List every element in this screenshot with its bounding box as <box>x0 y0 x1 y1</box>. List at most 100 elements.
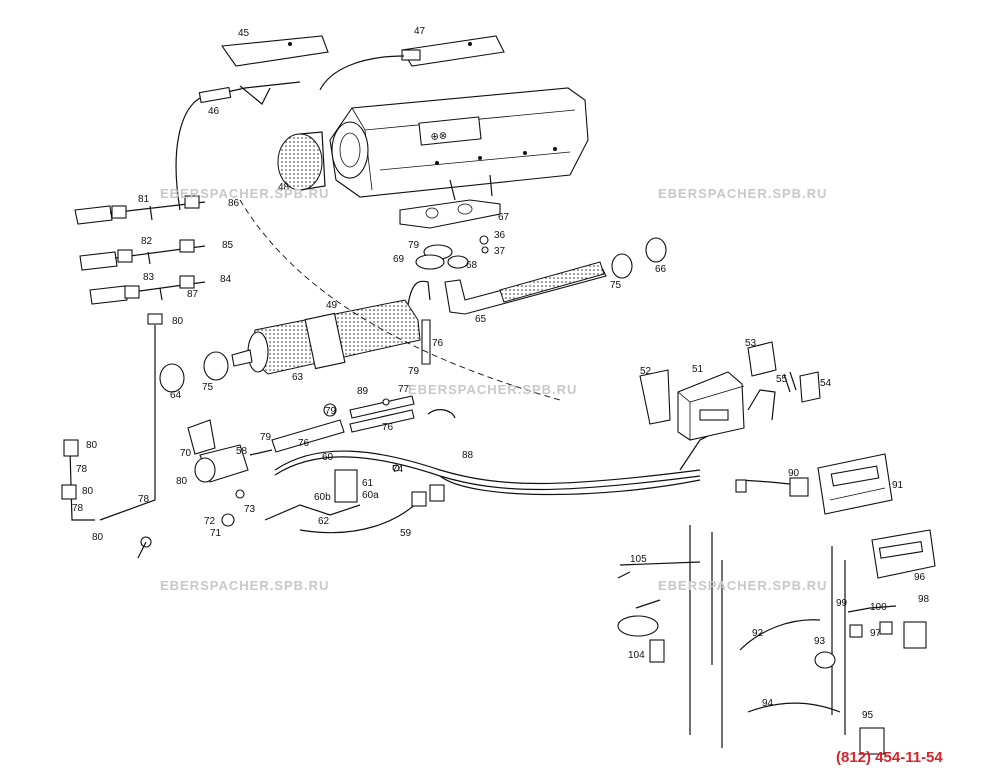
part-label-84: 84 <box>220 274 232 285</box>
part-label-53: 54 <box>820 378 832 389</box>
part-label-58: 59 <box>400 528 412 539</box>
part-label-77: 77 <box>398 384 410 395</box>
part-label-79a: 79 <box>408 240 420 251</box>
dosing-pump-55 <box>61 419 273 521</box>
clamps-63-65-74 <box>159 237 667 393</box>
part-label-72: 73 <box>244 504 256 515</box>
part-label-61: 62 <box>318 516 330 527</box>
air-intake-screen <box>277 131 326 191</box>
part-label-64: 65 <box>475 314 487 325</box>
heater-unit: ⊕⊗ <box>329 87 589 201</box>
part-label-54: 55 <box>776 374 788 385</box>
part-label-95: 95 <box>862 710 874 721</box>
watermarks: EBERSPACHER.SPB.RU EBERSPACHER.SPB.RU EB… <box>160 186 827 593</box>
gasket-66 <box>399 199 501 229</box>
part-label-47: 47 <box>414 26 426 37</box>
part-label-75b: 76 <box>382 422 394 433</box>
part-label-80c: 80 <box>82 486 94 497</box>
part-label-85: 85 <box>222 240 234 251</box>
watermark-3: EBERSPACHER.SPB.RU <box>408 382 577 397</box>
part-label-60: 60a <box>362 490 379 501</box>
part-label-101: 104 <box>628 650 645 661</box>
part-label-63: 64 <box>170 390 182 401</box>
part-label-97: 97 <box>870 628 882 639</box>
part-label-71: 72 <box>204 516 216 527</box>
sensor-45 <box>221 35 329 67</box>
timer-91 <box>735 453 893 515</box>
relay-52-fuse-53-54 <box>747 341 821 421</box>
part-label-45: 45 <box>238 28 250 39</box>
clamps-67-68-79 <box>415 235 489 270</box>
part-label-62: 63 <box>292 372 304 383</box>
part-label-75c: 76 <box>298 438 310 449</box>
part-label-48: 48 <box>278 182 290 193</box>
part-label-81: 81 <box>138 194 150 205</box>
part-label-80b: 80 <box>86 440 98 451</box>
fuel-lines <box>74 195 206 521</box>
wiring-harness <box>264 429 721 534</box>
part-label-83: 83 <box>143 272 155 283</box>
part-label-82: 82 <box>141 236 153 247</box>
part-label-96: 96 <box>914 572 926 583</box>
cable-46 <box>175 55 405 211</box>
watermark-4: EBERSPACHER.SPB.RU <box>160 578 329 593</box>
part-label-73: 74 <box>392 464 404 475</box>
watermark-5: EBERSPACHER.SPB.RU <box>658 578 827 593</box>
part-label-102: 105 <box>630 554 647 565</box>
small-parts <box>137 398 400 559</box>
part-label-74a: 75 <box>610 280 622 291</box>
controls-96-98 <box>847 529 936 649</box>
control-unit-50 <box>639 369 745 441</box>
exhaust-pipe-64 <box>444 261 607 315</box>
part-label-94: 94 <box>762 698 774 709</box>
part-label-66: 67 <box>498 212 510 223</box>
phone-number: (812) 454-11-54 <box>836 749 943 766</box>
part-label-75a: 76 <box>432 338 444 349</box>
part-label-68: 69 <box>393 254 405 265</box>
part-label-37: 37 <box>494 246 506 257</box>
part-label-90: 90 <box>788 468 800 479</box>
part-label-93: 93 <box>814 636 826 647</box>
part-label-92: 92 <box>752 628 764 639</box>
part-label-80e: 80 <box>176 476 188 487</box>
optional-components-frame <box>239 199 846 748</box>
part-label-59: 60 <box>322 452 334 463</box>
part-label-74b: 75 <box>202 382 214 393</box>
part-labels: 45 47 46 48 81 86 82 85 83 84 87 80 67 3… <box>72 26 930 721</box>
part-label-67: 68 <box>466 260 478 271</box>
part-label-69: 70 <box>180 448 192 459</box>
part-label-60a: 60b <box>314 492 331 503</box>
part-label-86: 86 <box>228 198 240 209</box>
part-label-52: 53 <box>745 338 757 349</box>
part-label-51: 52 <box>640 366 652 377</box>
part-label-70: 71 <box>210 528 222 539</box>
part-label-87: 87 <box>187 289 199 300</box>
part-label-79b: 79 <box>408 366 420 377</box>
part-label-79c: 79 <box>325 406 337 417</box>
part-label-76b: 78 <box>138 494 150 505</box>
part-label-76a: 78 <box>76 464 88 475</box>
svg-text:⊕⊗: ⊕⊗ <box>430 130 448 143</box>
watermark-1: EBERSPACHER.SPB.RU <box>160 186 329 201</box>
part-label-88: 88 <box>462 450 474 461</box>
part-label-98: 98 <box>918 594 930 605</box>
sensor-47 <box>401 35 505 67</box>
part-label-89: 89 <box>357 386 369 397</box>
part-label-55: 58 <box>236 446 248 457</box>
part-label-78: 78 <box>72 503 84 514</box>
part-label-80d: 80 <box>92 532 104 543</box>
switches <box>617 571 885 755</box>
part-label-65: 66 <box>655 264 667 275</box>
part-label-80a: 80 <box>172 316 184 327</box>
part-label-91: 91 <box>892 480 904 491</box>
part-label-46: 46 <box>208 106 220 117</box>
watermark-2: EBERSPACHER.SPB.RU <box>658 186 827 201</box>
part-label-60b: 61 <box>362 478 374 489</box>
silencer-62 <box>231 280 431 375</box>
part-label-99: 99 <box>836 598 848 609</box>
part-label-100: 100 <box>870 602 887 613</box>
part-label-79d: 79 <box>260 432 272 443</box>
tube-75 <box>271 319 456 453</box>
